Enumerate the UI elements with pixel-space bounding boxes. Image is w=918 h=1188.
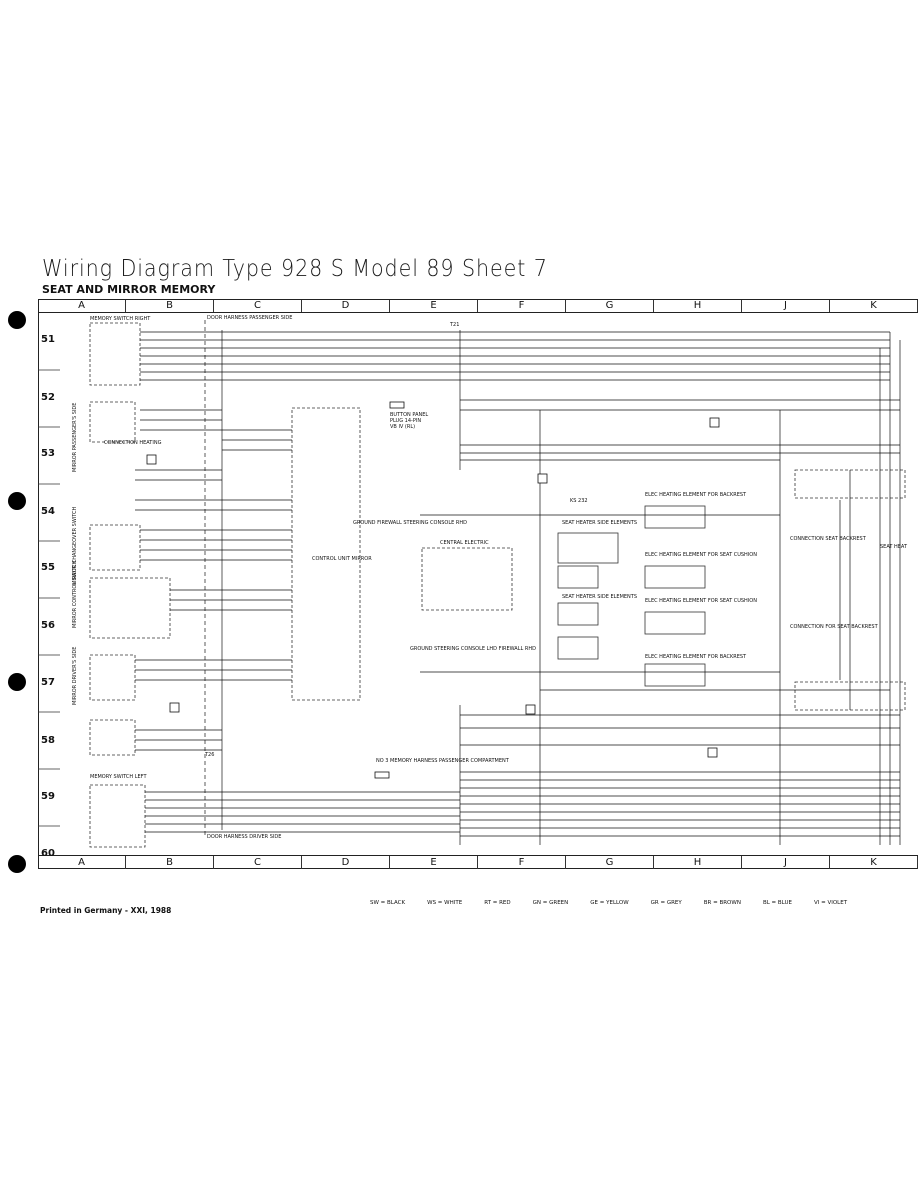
label-door-harness-passenger: DOOR HARNESS PASSENGER SIDE (207, 315, 292, 321)
col-label: A (38, 856, 126, 869)
col-label: F (478, 856, 566, 869)
legend-item: BL = BLUE (762, 900, 792, 906)
legend-item: BR = BROWN (703, 900, 741, 906)
label-ground-steering: GROUND STEERING CONSOLE LHD FIREWALL RHD (410, 646, 536, 652)
label-seat-heater-2: SEAT HEATER SIDE ELEMENTS (562, 594, 637, 600)
label-seat-heat: SEAT HEAT (880, 544, 908, 550)
col-label: E (390, 856, 478, 869)
legend-item: VI = VIOLET (813, 900, 848, 906)
legend-item: RT = RED (484, 900, 511, 906)
row-label: 60 (41, 848, 55, 859)
col-label: G (566, 299, 654, 312)
label-t21: T21 (449, 322, 459, 328)
label-conn-seat-backrest-2: CONNECTION FOR SEAT BACKREST (790, 624, 879, 630)
page-subtitle: SEAT AND MIRROR MEMORY (42, 283, 216, 296)
column-header-bottom: A B C D E F G H J K (38, 855, 918, 869)
row-label: 51 (41, 334, 55, 345)
label-memory-switch-right: MEMORY SWITCH RIGHT (90, 316, 151, 322)
column-header-top: A B C D E F G H J K (38, 299, 918, 313)
row-label: 55 (41, 562, 55, 573)
row-label: 52 (41, 392, 55, 403)
punch-hole (8, 492, 26, 510)
label-ks232: KS 232 (570, 498, 588, 504)
row-label: 58 (41, 735, 55, 746)
col-label: F (478, 299, 566, 312)
col-label: J (742, 856, 830, 869)
col-label: J (742, 299, 830, 312)
diagram-frame (38, 299, 918, 869)
legend-item: GR = GREY (650, 900, 682, 906)
punch-hole (8, 855, 26, 873)
col-label: C (214, 856, 302, 869)
label-connection-heating: CONNECTION HEATING (104, 440, 162, 446)
row-label: 53 (41, 448, 55, 459)
label-button-panel: BUTTON PANEL (390, 412, 428, 418)
col-label: E (390, 299, 478, 312)
col-label: D (302, 856, 390, 869)
label-door-harness-driver: DOOR HARNESS DRIVER SIDE (207, 834, 281, 840)
col-label: H (654, 299, 742, 312)
legend-item: GE = YELLOW (590, 900, 629, 906)
wire-color-legend: SW = BLACK WS = WHITE RT = RED GN = GREE… (370, 900, 847, 906)
label-mirror-control: MIRROR CONTROL SWITCH (72, 560, 78, 628)
label-ground-firewall: GROUND FIREWALL STEERING CONSOLE RHD (353, 520, 467, 526)
label-t26: T26 (204, 752, 214, 758)
legend-item: SW = BLACK (370, 900, 406, 906)
col-label: B (126, 856, 214, 869)
col-label: C (214, 299, 302, 312)
label-elec-heat-cushion-2: ELEC HEATING ELEMENT FOR SEAT CUSHION (645, 598, 757, 604)
label-mirror-driver: MIRROR DRIVER'S SIDE (72, 647, 78, 705)
label-no3-memory: NO 3 MEMORY HARNESS PASSENGER COMPARTMEN… (376, 758, 510, 764)
label-memory-switch-left: MEMORY SWITCH LEFT (90, 774, 147, 780)
label-elec-heat-backrest: ELEC HEATING ELEMENT FOR BACKREST (645, 492, 747, 498)
printed-footer: Printed in Germany - XXI, 1988 (40, 906, 172, 915)
label-elec-heat-cushion-1: ELEC HEATING ELEMENT FOR SEAT CUSHION (645, 552, 757, 558)
legend-item: GN = GREEN (532, 900, 569, 906)
label-connection-seat-backrest: CONNECTION SEAT BACKREST (790, 536, 867, 542)
col-label: B (126, 299, 214, 312)
label-mirror-changeover: MIRROR CHANGEOVER SWITCH (72, 506, 78, 585)
label-mirror-passenger: MIRROR PASSENGER'S SIDE (72, 403, 78, 472)
label-central-electric: CENTRAL ELECTRIC (440, 540, 489, 546)
label-plug: PLUG 14-PIN (390, 418, 421, 424)
row-label: 57 (41, 677, 55, 688)
punch-hole (8, 673, 26, 691)
col-label: G (566, 856, 654, 869)
row-label: 59 (41, 791, 55, 802)
row-label: 54 (41, 506, 55, 517)
col-label: D (302, 299, 390, 312)
label-control-unit-mirror: CONTROL UNIT MIRROR (312, 556, 372, 562)
label-elec-heat-backrest-2: ELEC HEATING ELEMENT FOR BACKREST (645, 654, 747, 660)
row-label: 56 (41, 620, 55, 631)
label-vb: VB IV (RL) (390, 424, 415, 430)
punch-hole (8, 311, 26, 329)
col-label: A (38, 299, 126, 312)
label-seat-heater-1: SEAT HEATER SIDE ELEMENTS (562, 520, 637, 526)
legend-item: WS = WHITE (427, 900, 463, 906)
col-label: H (654, 856, 742, 869)
page-title: Wiring Diagram Type 928 S Model 89 Sheet… (42, 256, 548, 282)
